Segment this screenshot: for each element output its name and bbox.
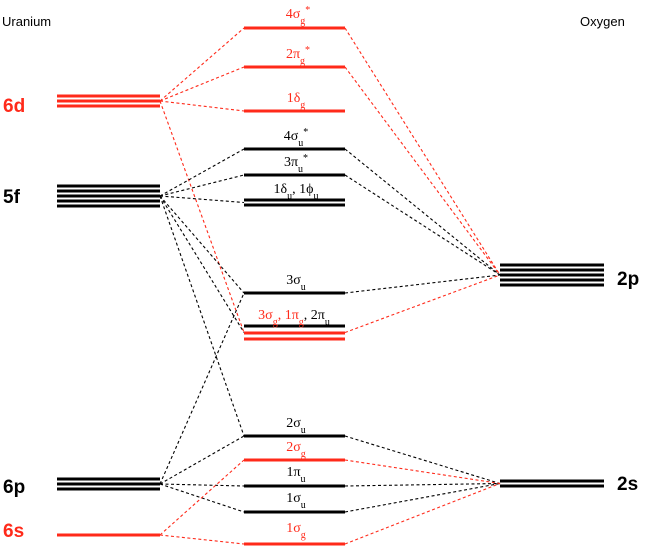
mo-label-1sg: 1σg — [286, 521, 306, 541]
mo-label-3pu-part: 3π — [284, 155, 298, 170]
correlation-5f-1du1fu — [159, 195, 245, 204]
oxygen-header: Oxygen — [580, 14, 625, 29]
correlation-6d-3sg1pg2pu — [159, 100, 245, 333]
mo-label-1su-part: 1σ — [286, 491, 301, 506]
correlation-6d-2pg — [159, 66, 245, 102]
mo-label-3sg1pg2pu: 3σg, 1πg, 2πu — [258, 308, 330, 328]
correlation-6s-2sg — [159, 459, 245, 536]
correlation-3pu-2p — [344, 174, 501, 276]
correlation-1su-2s — [344, 482, 501, 513]
mo-label-2su-part: 2σ — [286, 416, 301, 431]
mo-label-4su-part: 4σ — [284, 129, 299, 144]
correlation-4sg-2p — [344, 27, 501, 276]
correlation-6d-1dg — [159, 100, 245, 112]
mo-label-1du1fu: 1δu, 1ϕu — [274, 182, 319, 202]
correlation-5f-4su — [159, 148, 245, 197]
mo-label-1du1fu-part: , 1ϕ — [292, 182, 313, 197]
mo-label-4su: 4σu* — [284, 127, 309, 149]
correlation-1pu-2s — [344, 482, 501, 487]
labels: Uranium Oxygen 6d5f6p6s2p2s4σg*2πg*1δg4σ… — [2, 5, 639, 543]
correlation-5f-3su — [159, 195, 245, 294]
energy-levels — [57, 26, 604, 546]
mo-label-2pg-part: g — [300, 56, 305, 67]
mo-label-1pu-part: u — [301, 474, 306, 485]
correlation-4su-2p — [344, 148, 501, 276]
mo-label-3pu: 3πu* — [284, 153, 308, 175]
mo-label-3pu-part: * — [303, 153, 308, 164]
correlation-2pg-2p — [344, 66, 501, 276]
correlation-3su-2p — [344, 274, 501, 294]
mo-label-1su-part: u — [301, 500, 306, 511]
mo-label-2sg-part: g — [301, 449, 306, 460]
oxygen-label-2s: 2s — [617, 474, 638, 495]
mo-label-4su-part: u — [298, 138, 303, 149]
mo-label-2pg: 2πg* — [286, 45, 310, 67]
uranium-label-5f: 5f — [3, 187, 21, 208]
mo-label-4sg-part: g — [300, 16, 305, 27]
mo-label-3su-part: 3σ — [286, 273, 301, 288]
correlation-6p-3su — [159, 292, 245, 485]
mo-label-3sg1pg2pu-part: , 2π — [304, 308, 325, 323]
correlation-6p-1pu — [159, 483, 245, 487]
mo-label-3sg1pg2pu-part: 3σ — [258, 308, 273, 323]
mo-label-1du1fu-part: 1δ — [274, 182, 288, 197]
mo-label-1pu-part: 1π — [286, 465, 300, 480]
uranium-header: Uranium — [2, 14, 51, 29]
mo-label-1sg-part: 1σ — [286, 521, 301, 536]
mo-label-1dg-part: g — [300, 100, 305, 111]
correlation-lines — [159, 27, 501, 545]
correlation-3sg1pg2pu-2p — [344, 274, 501, 334]
mo-label-3sg1pg2pu-part: u — [325, 317, 330, 328]
uranium-label-6p: 6p — [3, 477, 25, 498]
mo-label-3sg1pg2pu-part: , 1π — [278, 308, 299, 323]
mo-label-1sg-part: g — [301, 530, 306, 541]
mo-label-2su: 2σu — [286, 416, 306, 436]
correlation-1sg-2s — [344, 482, 501, 545]
mo-label-4sg-part: 4σ — [286, 7, 301, 22]
correlation-5f-2su — [159, 195, 245, 437]
mo-label-4sg-part: * — [305, 5, 310, 16]
mo-label-3su-part: u — [301, 282, 306, 293]
mo-label-1dg: 1δg — [287, 91, 306, 111]
correlation-6s-1sg — [159, 534, 245, 545]
correlation-6d-4sg — [159, 27, 245, 102]
mo-label-2sg-part: 2σ — [286, 440, 301, 455]
mo-label-3sg1pg2pu-part: g — [273, 317, 278, 328]
correlation-2sg-2s — [344, 459, 501, 485]
correlation-5f-3pu — [159, 174, 245, 197]
mo-label-4su-part: * — [303, 127, 308, 138]
mo-label-2sg: 2σg — [286, 440, 306, 460]
mo-label-4sg: 4σg* — [286, 5, 311, 27]
mo-label-3pu-part: u — [298, 164, 303, 175]
uranium-label-6s: 6s — [3, 521, 24, 542]
correlation-6p-2su — [159, 435, 245, 485]
mo-label-1pu: 1πu — [286, 465, 305, 485]
uranium-label-6d: 6d — [3, 96, 25, 117]
mo-label-3su: 3σu — [286, 273, 306, 293]
oxygen-label-2p: 2p — [617, 269, 639, 290]
mo-label-1du1fu-part: u — [287, 191, 292, 202]
mo-label-2su-part: u — [301, 425, 306, 436]
mo-label-2pg-part: 2π — [286, 47, 300, 62]
mo-label-3sg1pg2pu-part: g — [299, 317, 304, 328]
mo-label-1su: 1σu — [286, 491, 306, 511]
mo-label-1dg-part: 1δ — [287, 91, 301, 106]
mo-label-2pg-part: * — [305, 45, 310, 56]
mo-label-1du1fu-part: u — [313, 191, 318, 202]
correlation-2su-2s — [344, 435, 501, 485]
correlation-5f-3sg1pg2pu — [159, 195, 245, 333]
